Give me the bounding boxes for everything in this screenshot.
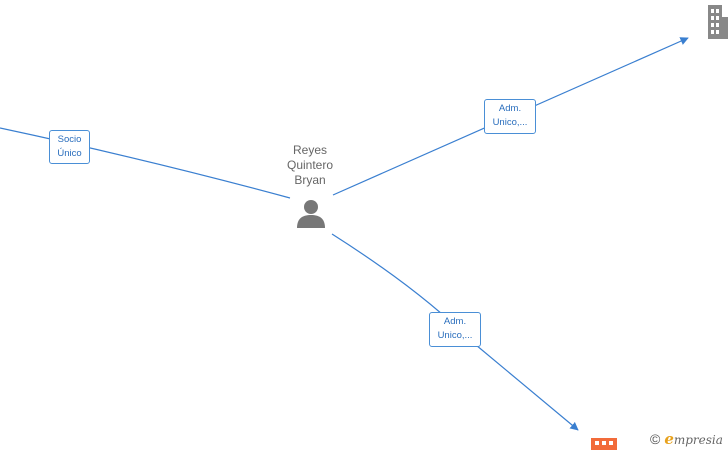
relation-label-socio-unico[interactable]: Socio Único [49, 130, 90, 164]
copyright-symbol: © [650, 431, 661, 447]
brand-initial: e [664, 430, 674, 448]
building-icon[interactable] [705, 5, 728, 39]
person-icon[interactable] [295, 198, 327, 230]
relation-label-line-2: Único [57, 148, 82, 159]
person-name-line-3: Bryan [294, 173, 326, 187]
person-name[interactable]: Reyes Quintero Bryan [274, 143, 346, 188]
brand-name: mpresia [673, 433, 723, 447]
relation-label-adm-unico-bottom[interactable]: Adm. Unico,... [429, 312, 481, 347]
edge-socio-unico [0, 127, 291, 199]
person-name-line-1: Reyes [292, 143, 327, 157]
person-name-line-2: Quintero [286, 158, 334, 172]
empresia-watermark: ©empresia [650, 430, 723, 448]
building-icon[interactable] [591, 436, 617, 450]
relation-label-adm-unico-top[interactable]: Adm. Unico,... [484, 99, 536, 134]
relation-label-line-2: Unico,... [437, 330, 473, 341]
relation-label-line-1: Socio [57, 134, 82, 145]
relation-label-line-1: Adm. [443, 316, 467, 327]
relation-label-line-2: Unico,... [492, 117, 528, 128]
relation-label-line-1: Adm. [498, 103, 522, 114]
